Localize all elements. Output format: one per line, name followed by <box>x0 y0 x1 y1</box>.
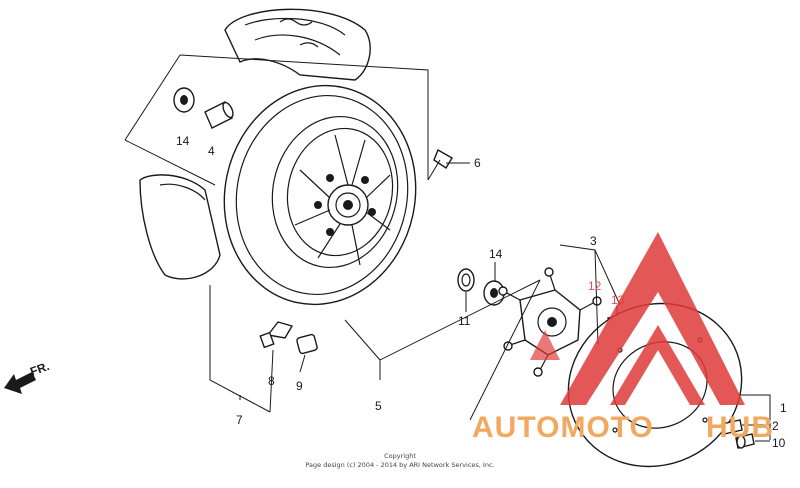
direction-label: FR. <box>28 359 51 379</box>
part-9-valve-cap <box>296 333 318 355</box>
callout-1: 1 <box>780 401 787 415</box>
callout-8: 8 <box>268 374 275 388</box>
copyright-line-2: Page design (c) 2004 - 2014 by ARI Netwo… <box>305 461 494 469</box>
callout-10: 10 <box>772 436 786 450</box>
part-3-hub-flange <box>498 267 602 377</box>
watermark-text: AUTOMOTO HUB <box>472 411 774 444</box>
copyright-notice: Copyright Page design (c) 2004 - 2014 by… <box>305 452 494 469</box>
callout-12: 12 <box>588 279 602 293</box>
wheel-rim <box>223 84 417 306</box>
front-direction-indicator: FR. <box>4 359 51 394</box>
callout-14-lower: 14 <box>489 247 503 261</box>
callout-6: 6 <box>474 156 481 170</box>
callout-7: 7 <box>236 413 243 427</box>
watermark-text-left: AUTOMOTO <box>472 411 654 444</box>
callout-11: 11 <box>458 314 471 328</box>
part-10-bolt <box>735 433 755 449</box>
watermark-text-right: HUB <box>706 411 774 444</box>
callout-4: 4 <box>208 144 215 158</box>
callout-3: 3 <box>590 234 597 248</box>
part-8-valve-stem <box>259 321 294 349</box>
part-14-bearing-upper <box>173 87 195 113</box>
part-14-bearing-lower <box>483 280 505 306</box>
callout-2: 2 <box>772 419 779 433</box>
tire-lower-section <box>139 174 221 280</box>
tire-upper-section <box>224 8 371 81</box>
watermark-logo <box>530 232 745 405</box>
callout-9: 9 <box>296 379 303 393</box>
callout-14-upper: 14 <box>176 134 190 148</box>
part-2-bolt <box>721 419 743 435</box>
callout-5: 5 <box>375 399 382 413</box>
part-4-collar <box>204 101 234 129</box>
part-11-dust-seal <box>457 268 475 292</box>
callout-labels: 14 4 6 3 14 12 13 11 8 9 5 7 1 2 10 <box>176 134 787 450</box>
arrow-left-icon <box>4 372 36 394</box>
leader-lines <box>124 54 771 442</box>
copyright-line-1: Copyright <box>384 452 416 460</box>
